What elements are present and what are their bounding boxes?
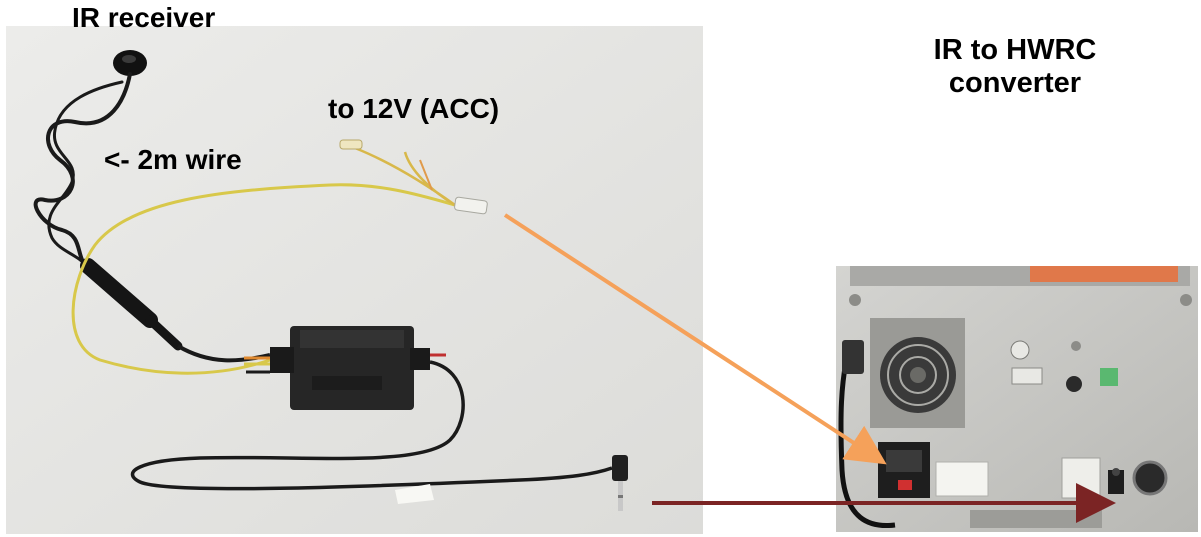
warning-sticker — [1030, 266, 1178, 282]
main-harness-connector — [878, 442, 930, 498]
wire-length-label: <- 2m wire — [104, 144, 242, 176]
power-connection-label: to 12V (ACC) — [328, 93, 499, 125]
head-unit-rear-photo — [831, 262, 1199, 534]
swc-jack — [1108, 468, 1124, 494]
ir-receiver-label: IR receiver — [72, 2, 215, 34]
figure-title-line1: IR to HWRC — [905, 34, 1125, 67]
cooling-fan-icon — [870, 318, 965, 428]
figure-title: IR to HWRC converter — [905, 34, 1125, 101]
figure-title-line2: converter — [905, 67, 1125, 100]
